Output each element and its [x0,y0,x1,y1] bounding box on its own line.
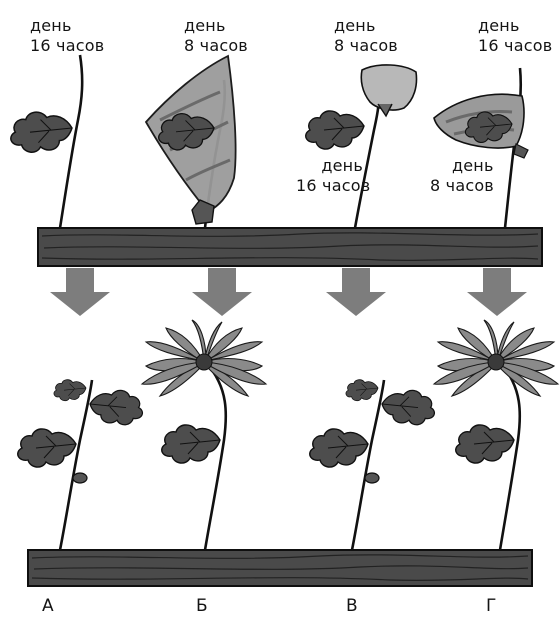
lower-plant-a [18,380,143,550]
top-label-a: день 16 часов [30,16,104,56]
mid-label-c: день 16 часов [296,156,370,196]
arrow-c [326,268,386,316]
upper-plant-a [11,55,82,228]
mid-label-d-line1: день [430,156,494,176]
letter-a: А [42,596,54,616]
top-label-b-line1: день [184,16,248,36]
letter-c: В [346,596,358,616]
top-label-c-line2: 8 часов [334,36,398,56]
lower-plant-d [434,320,558,550]
top-label-b-line2: 8 часов [184,36,248,56]
mid-label-c-line2: 16 часов [296,176,370,196]
top-label-d-line2: 16 часов [478,36,552,56]
top-label-a-line1: день [30,16,104,36]
mid-label-c-line1: день [296,156,370,176]
arrow-b [192,268,252,316]
top-label-a-line2: 16 часов [30,36,104,56]
top-label-d-line1: день [478,16,552,36]
mid-label-d: день 8 часов [430,156,494,196]
mid-label-d-line2: 8 часов [430,176,494,196]
upper-plant-d [434,68,528,228]
upper-plant-c [306,65,417,228]
upper-plank [38,228,542,266]
lower-plant-b [142,320,266,550]
arrow-d [467,268,527,316]
letter-d: Г [486,596,497,616]
top-label-d: день 16 часов [478,16,552,56]
arrow-a [50,268,110,316]
upper-plant-b [146,56,236,228]
lower-plant-c [310,380,435,550]
top-label-b: день 8 часов [184,16,248,56]
paper-bag-over-bud [361,65,416,110]
top-label-c-line1: день [334,16,398,36]
top-label-c: день 8 часов [334,16,398,56]
letter-b: Б [196,596,208,616]
lower-plank [28,550,532,586]
